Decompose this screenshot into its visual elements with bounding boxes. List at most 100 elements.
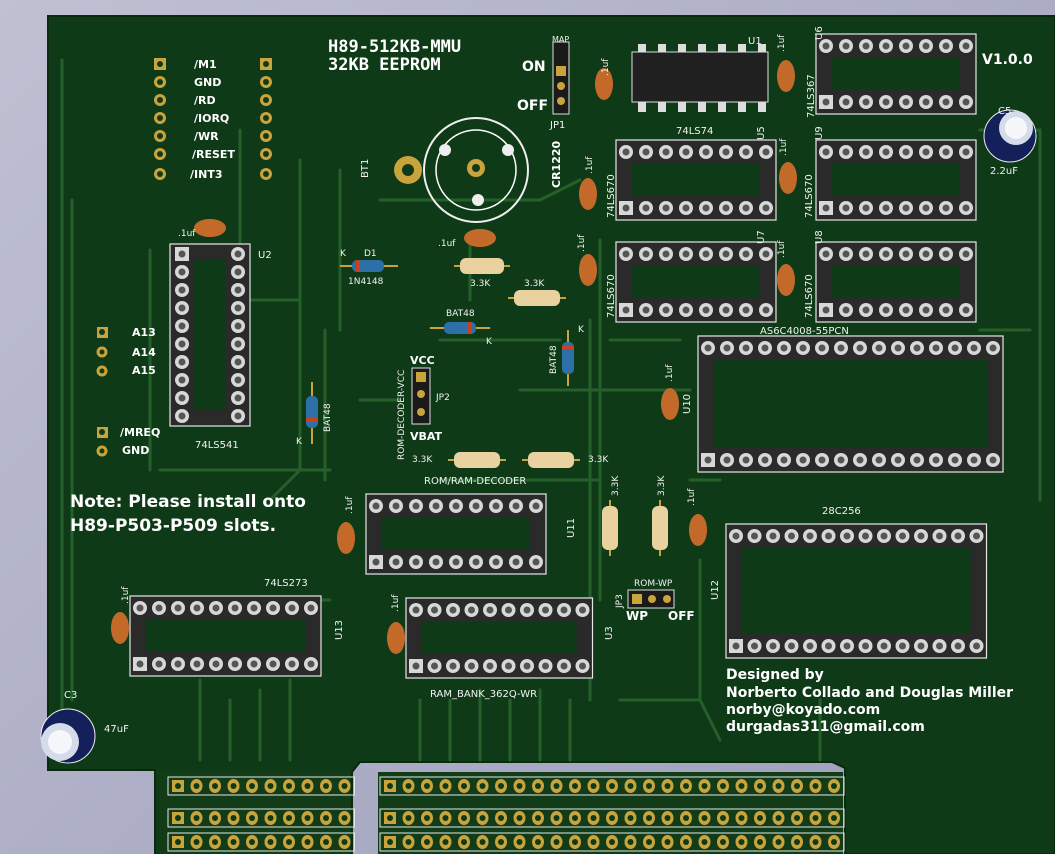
- version-label: V1.0.0: [982, 52, 1033, 68]
- u9-part: 74LS670: [804, 174, 815, 218]
- c9-value: .1uf: [601, 58, 611, 76]
- credits-line3: norby@koyado.com: [726, 702, 880, 718]
- socket-u2: [169, 243, 251, 427]
- address-pins: A13 A14 A15: [96, 326, 156, 377]
- u5-ref: U5: [756, 126, 767, 140]
- bt1-ref: BT1: [360, 159, 371, 178]
- edge-row-left-2: [167, 808, 355, 828]
- cap-c16: [779, 162, 797, 194]
- d1-part: 1N4148: [348, 277, 384, 287]
- jp1-off-label: OFF: [517, 98, 548, 114]
- c5-value: 2.2uF: [990, 166, 1018, 177]
- header-pins: /M1 GND /RD /IORQ /WR /RESET /INT3: [154, 58, 272, 181]
- u6-ref: U6: [814, 26, 825, 40]
- dip-sockets: [129, 33, 1004, 679]
- diode-d4: [306, 396, 318, 428]
- pin-row-right: [260, 58, 272, 180]
- capacitor-c5: C5 2.2uF: [983, 106, 1037, 177]
- r1-value: 3.3K: [470, 279, 491, 289]
- d2-part: BAT48: [446, 309, 475, 319]
- c10-value: .1uf: [178, 229, 196, 239]
- r7-value: 3.3K: [412, 455, 433, 465]
- jp1-ref: JP1: [549, 120, 565, 131]
- cap-c6: [689, 514, 707, 546]
- jumper-jp2: VCC VBAT JP2 ROM-DECODER-VCC: [397, 354, 450, 460]
- jp1-on-label: ON: [522, 59, 546, 75]
- c18-value: .1uf: [345, 496, 355, 514]
- r3-value: 3.3K: [611, 475, 621, 496]
- u5-part: 74LS670: [606, 174, 617, 218]
- credits-line1: Designed by: [726, 667, 824, 683]
- u1-part: 74LS74: [676, 126, 713, 137]
- u7-ref: U7: [756, 230, 767, 244]
- copper-traces: [60, 58, 1042, 762]
- resistor-r4: [514, 290, 560, 306]
- jp2-ref: JP2: [435, 393, 450, 403]
- pin-label-mreq: /MREQ: [120, 426, 160, 439]
- pin-label-a13: A13: [132, 326, 156, 339]
- jp1-top-label: MAP: [552, 35, 569, 44]
- u13-part: 74LS273: [264, 578, 308, 589]
- socket-u5: [615, 139, 777, 221]
- r4-value: 3.3K: [524, 279, 545, 289]
- jp2-vbat: VBAT: [410, 430, 443, 443]
- jp3-wp: WP: [626, 609, 648, 623]
- pin-label-reset: /RESET: [192, 148, 235, 161]
- cap-c14: [579, 178, 597, 210]
- resistor-r6: [528, 452, 574, 468]
- edge-row-left-1: [167, 776, 355, 796]
- socket-u3: [405, 597, 594, 679]
- jumper-jp3: ROM-WP WP OFF JP3: [615, 579, 695, 623]
- pin-row-left: [154, 58, 166, 180]
- cap-c15: [777, 60, 795, 92]
- socket-u9: [815, 139, 977, 221]
- pin-label-rd: /RD: [194, 94, 216, 107]
- c17-value: .1uf: [577, 234, 587, 252]
- cap-c17: [579, 254, 597, 286]
- u10-ref: U10: [682, 394, 693, 414]
- socket-u13: [129, 595, 322, 677]
- resistors: [448, 258, 668, 556]
- bt1-part: CR1220: [550, 140, 563, 188]
- socket-u6: [815, 33, 977, 115]
- credits-line4: durgadas311@gmail.com: [726, 719, 925, 735]
- u9-ref: U9: [814, 126, 825, 140]
- c4-value: .1uf: [391, 594, 401, 612]
- edge-row-right-1: [379, 776, 845, 796]
- pin-label-gnd2: GND: [122, 444, 149, 457]
- pin-label-a15: A15: [132, 364, 156, 377]
- c7-value: .1uf: [777, 240, 787, 258]
- cap-c4: [387, 622, 405, 654]
- credits-line2: Norberto Collado and Douglas Miller: [726, 685, 1013, 701]
- u10-part: AS6C4008-55PCN: [760, 326, 849, 337]
- install-note-line2: H89-P503-P509 slots.: [70, 516, 276, 536]
- c3-ref: C3: [64, 690, 77, 701]
- cap-c8: [111, 612, 129, 644]
- r6-value: 3.3K: [588, 455, 609, 465]
- edge-row-right-2: [379, 808, 845, 828]
- r2-value: 3.3K: [657, 475, 667, 496]
- cap-c9: [595, 68, 613, 100]
- battery-holder-bt1: BT1 CR1220: [360, 117, 563, 223]
- jp2-vcc: VCC: [410, 354, 435, 367]
- install-note-line1: Note: Please install onto: [70, 492, 306, 512]
- u8-ref: U8: [814, 230, 825, 244]
- cap-value-labels: .1uf .1uf .1uf .1uf .1uf .1uf .1uf .1uf …: [121, 34, 789, 612]
- u3-part: RAM_BANK_362Q-WR: [430, 689, 537, 700]
- socket-u8: [815, 241, 977, 323]
- u7-part: 74LS670: [606, 274, 617, 318]
- cap-c2: [661, 388, 679, 420]
- d3-part: BAT48: [549, 345, 559, 374]
- u3-ref: U3: [604, 626, 615, 640]
- d3-k: K: [578, 325, 585, 335]
- socket-u12: [725, 523, 988, 659]
- cap-c7: [777, 264, 795, 296]
- socket-u10: [697, 335, 1004, 473]
- pin-label-a14: A14: [132, 346, 156, 359]
- c5-ref: C5: [998, 106, 1011, 117]
- pin-label-wr: /WR: [194, 130, 219, 143]
- d2-k: K: [486, 337, 493, 347]
- mreq-pins: /MREQ GND: [96, 426, 160, 457]
- c14-value: .1uf: [585, 156, 595, 174]
